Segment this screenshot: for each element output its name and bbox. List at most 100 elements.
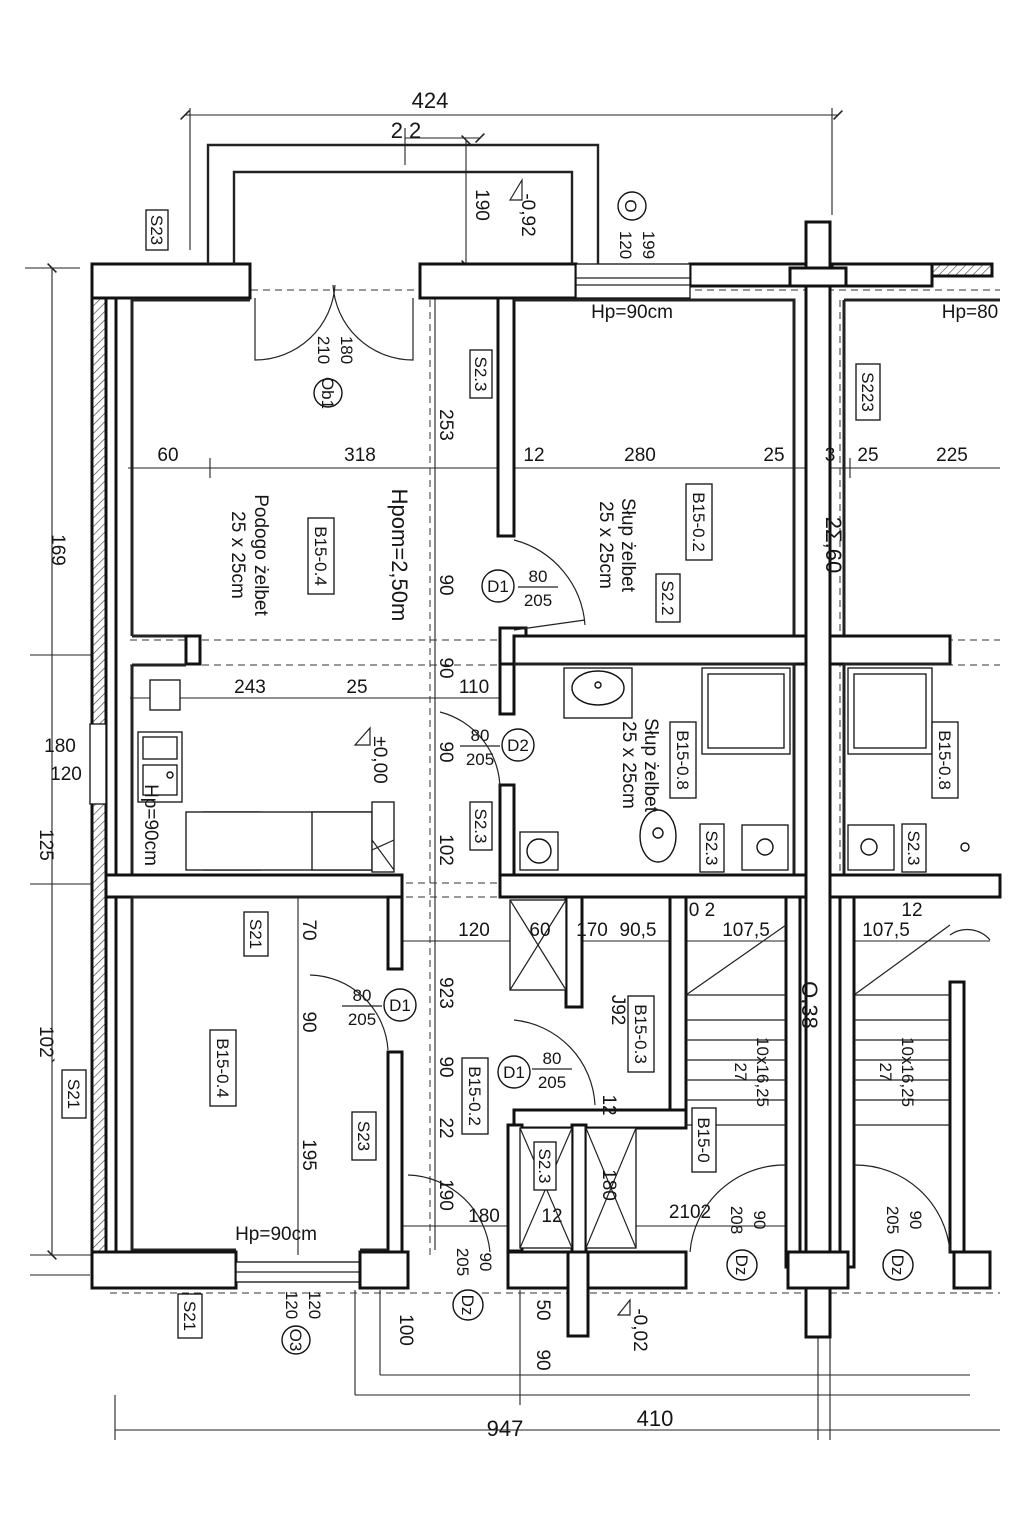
dim-2-2: 2 2 — [391, 118, 422, 143]
window-tag-o-top: O — [621, 199, 640, 212]
dim-3: 3 — [825, 445, 836, 466]
sill-height-right: Hp=80 — [942, 302, 999, 323]
dim-12c: 12 — [541, 1206, 562, 1227]
wall-tag-s23-top: S23 — [147, 215, 166, 245]
sill-height-top: Hp=90cm — [591, 302, 673, 323]
dim-102: 102` — [35, 1026, 56, 1064]
dim-25b: 25 — [857, 445, 878, 466]
dim-12b: 12 — [901, 900, 922, 921]
room-tag-b15-08-b: B15-0.8 — [935, 730, 954, 790]
dim-12v: 12 — [598, 1094, 619, 1115]
dim-190a: 190 — [471, 189, 492, 221]
dim-90c: 90 — [435, 741, 456, 762]
dim-90-5: 90,5 — [620, 920, 657, 941]
axis-label-c60: 2Σ,60 — [821, 517, 846, 573]
door-dz-3-height: 205 — [883, 1206, 902, 1234]
dim-107-5a: 107,5 — [722, 920, 770, 941]
beam-title: Podogo żelbet — [250, 494, 271, 616]
dim-110: 110 — [459, 677, 489, 698]
door-swings — [254, 284, 991, 1253]
room-tag-b15-02-top: B15-0.2 — [689, 492, 708, 552]
wall-tag-s21-b: S21 — [64, 1079, 83, 1109]
stair-2-steps: 10x16,25 — [898, 1037, 917, 1107]
dim-180v: 180 — [598, 1169, 619, 1201]
beam-size: 25 x 25cm — [227, 511, 248, 599]
dim-70: 70 — [298, 919, 319, 940]
dim-195: 195 — [298, 1139, 319, 1171]
dimension-lines — [25, 108, 1000, 1440]
dim-424: 424 — [412, 88, 449, 113]
room-height-label: Hpom=2,50m — [387, 489, 412, 622]
dim-180: 180 — [44, 736, 76, 757]
dim-243: 243 — [234, 677, 266, 698]
door-d1-top-width: 80 — [529, 567, 548, 586]
window-o3-width: 120 — [305, 1291, 324, 1319]
dim-90f: 90 — [532, 1349, 553, 1370]
door-window-tags: Ob1 180 210 O 199 120 D1 80 205 D2 80 20… — [281, 191, 925, 1355]
window-ob1-width: 180 — [337, 336, 356, 364]
staircase — [685, 924, 951, 1126]
wall-tag-s22: S2.2 — [658, 581, 677, 616]
level-top: -0,92 — [517, 193, 538, 236]
door-d2-height: 205 — [466, 750, 494, 769]
sill-height-bottom: Hp=90cm — [235, 1224, 317, 1245]
door-tag-d1-mid: D1 — [389, 996, 411, 1015]
column-2-size: 25 x 25cm — [618, 721, 639, 809]
annotations: Hpom=2,50m Hp=90cm Hp=80 Hp=90cm Hp=90cm… — [140, 302, 998, 1245]
door-tag-dz-3: Dz — [888, 1255, 907, 1276]
dim-2102: 2102 — [669, 1202, 711, 1223]
wall-tags: S23 S2.3 S223 S2.2 S2.3 S2.3 S2.3 S21 S2… — [61, 209, 927, 1339]
dim-102v: 102 — [435, 834, 456, 866]
window-o-width: 199 — [639, 231, 658, 259]
door-tag-dz-1: Dz — [458, 1295, 477, 1316]
wall-tag-s23-d: S2.3 — [904, 831, 923, 866]
dim-12: 12 — [523, 445, 544, 466]
dim-90a: 90 — [435, 574, 456, 595]
dim-60b: 60 — [529, 920, 550, 941]
dim-107-5b: 107,5 — [862, 920, 910, 941]
stair-1-steps: 10x16,25 — [753, 1037, 772, 1107]
dim-410: 410 — [637, 1406, 674, 1431]
dim-225: 225 — [936, 445, 968, 466]
window-o3-height: 120 — [282, 1291, 301, 1319]
dimension-text: 424 2 2 947 410 169 180 120 125 102` 60 … — [35, 88, 968, 1441]
window-tag-o3: O3 — [286, 1329, 305, 1352]
room-tag-b15-03: B15-0.3 — [631, 1004, 650, 1064]
walls — [89, 143, 1002, 1339]
dim-280: 280 — [624, 445, 656, 466]
stair-label-j92: J92 — [607, 995, 628, 1026]
dim-90d: 90 — [298, 1011, 319, 1032]
wall-tag-s23-e: S23 — [354, 1121, 373, 1151]
wall-tag-s23-b: S2.3 — [471, 809, 490, 844]
door-d1-hall-width: 80 — [543, 1049, 562, 1068]
dim-120: 120 — [50, 764, 82, 785]
dim-169: 169 — [47, 534, 68, 566]
wall-tag-s21-c: S21 — [180, 1301, 199, 1331]
dim-0-2: 0 2 — [689, 900, 715, 921]
dim-120b: 120 — [458, 920, 490, 941]
fixtures — [137, 667, 970, 873]
dim-90b: 90 — [435, 657, 456, 678]
window-tag-ob1: Ob1 — [318, 377, 337, 409]
stair-1-depth: 27 — [731, 1063, 750, 1082]
wall-tag-s21-a: S21 — [246, 919, 265, 949]
dim-22: 22 — [435, 1117, 456, 1138]
room-tag-b15-08-a: B15-0.8 — [673, 730, 692, 790]
level-bottom: -0,02 — [629, 1308, 650, 1351]
window-o-height: 120 — [616, 231, 635, 259]
wall-tag-s23-a: S2.3 — [471, 357, 490, 392]
wall-tag-s23-c: S2.3 — [702, 831, 721, 866]
door-dz-2-width: 90 — [750, 1211, 769, 1230]
window-ob1-height: 210 — [314, 336, 333, 364]
door-dz-1-height: 205 — [453, 1248, 472, 1276]
dim-60: 60 — [157, 445, 178, 466]
dim-125: 125 — [35, 829, 56, 861]
dim-318: 318 — [344, 445, 376, 466]
axis-label-o38: O,38 — [797, 981, 822, 1029]
dim-190b: 190 — [435, 1179, 456, 1211]
sill-height-kitchen: Hp=90cm — [140, 784, 161, 866]
room-tag-b15-04-top: B15-0.4 — [311, 526, 330, 586]
dim-25a: 25 — [763, 445, 784, 466]
wall-tag-s23-f: S2.3 — [535, 1149, 554, 1184]
